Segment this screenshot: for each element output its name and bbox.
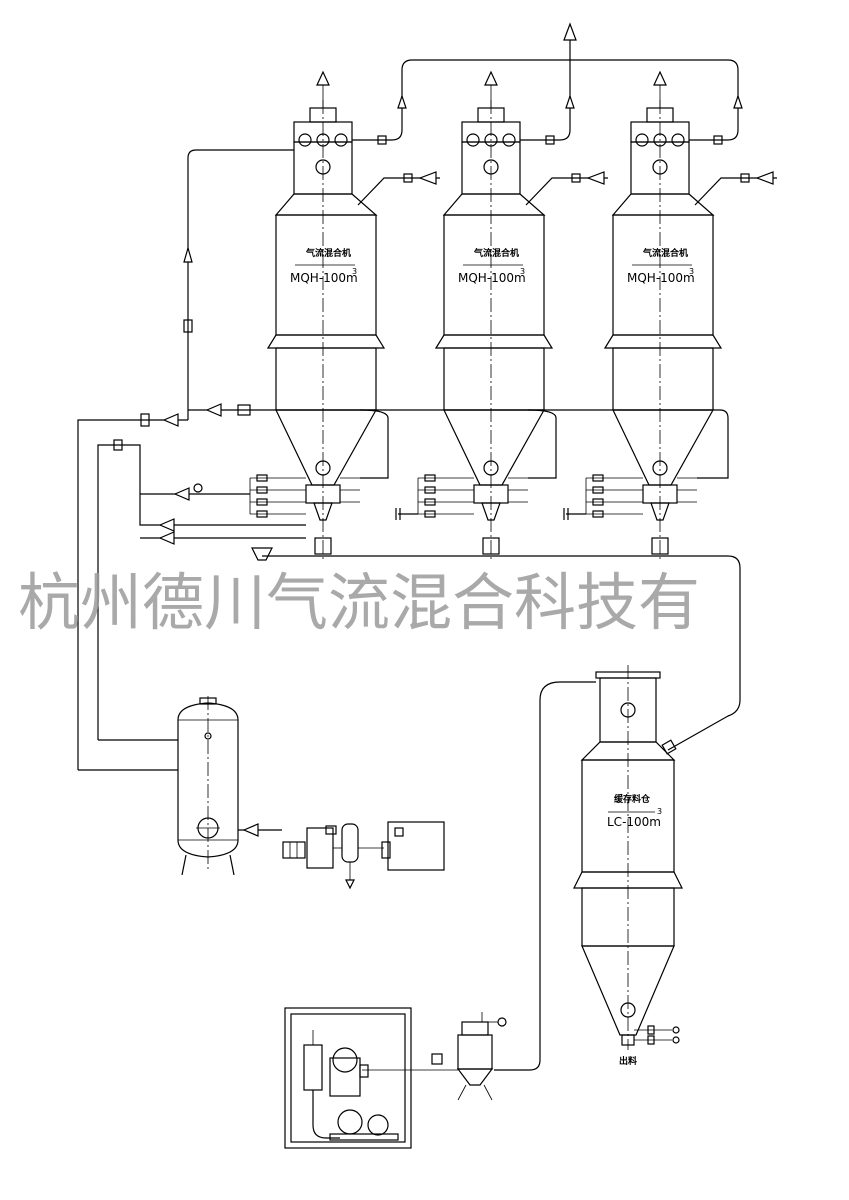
mixer-label-1: 气流混合机 MQH-100m 3 [290, 247, 358, 285]
mixer-unit-3 [585, 70, 723, 560]
discharge-conveying-line [251, 547, 741, 1071]
mixer-2-model-sup: 3 [520, 267, 525, 276]
company-watermark: 杭州德川气流混合科技有 [18, 566, 700, 639]
silo-model-sup: 3 [657, 807, 662, 816]
mixer-1-name: 气流混合机 [305, 247, 351, 259]
air-receiver-tank [78, 696, 282, 876]
mixer-unit-2 [417, 70, 554, 560]
mixer-2-name: 气流混合机 [473, 247, 519, 259]
mixer-label-3: 气流混合机 MQH-100m 3 [627, 247, 695, 285]
cyclone-filter [362, 1012, 507, 1101]
silo-name: 缓存料仓 [614, 793, 651, 805]
mixer-3-model: MQH-100m [627, 271, 695, 285]
mixer-1-model-sup: 3 [352, 267, 357, 276]
mixer-2-manifold [417, 474, 528, 518]
mixer-3-model-sup: 3 [689, 267, 694, 276]
compressor-train [282, 821, 445, 890]
silo-model: LC-100m [607, 815, 661, 829]
mixer-1-manifold [249, 474, 360, 518]
silo-label: 缓存料仓 LC-100m 3 出料 [607, 793, 662, 1067]
mixer-3-manifold [585, 474, 697, 518]
mixer-1-model: MQH-100m [290, 271, 358, 285]
vent-arrow-icon [563, 22, 577, 41]
silo-outlet-label: 出料 [619, 1055, 637, 1067]
air-supply-headers [77, 149, 729, 770]
mixer-3-name: 气流混合机 [642, 247, 688, 259]
mixer-unit-1 [249, 70, 386, 560]
buffer-silo [573, 665, 683, 1050]
mixer-2-model: MQH-100m [458, 271, 526, 285]
top-vent-piping [352, 22, 777, 206]
mixer-label-2: 气流混合机 MQH-100m 3 [458, 247, 526, 285]
blower-room [284, 1007, 412, 1149]
